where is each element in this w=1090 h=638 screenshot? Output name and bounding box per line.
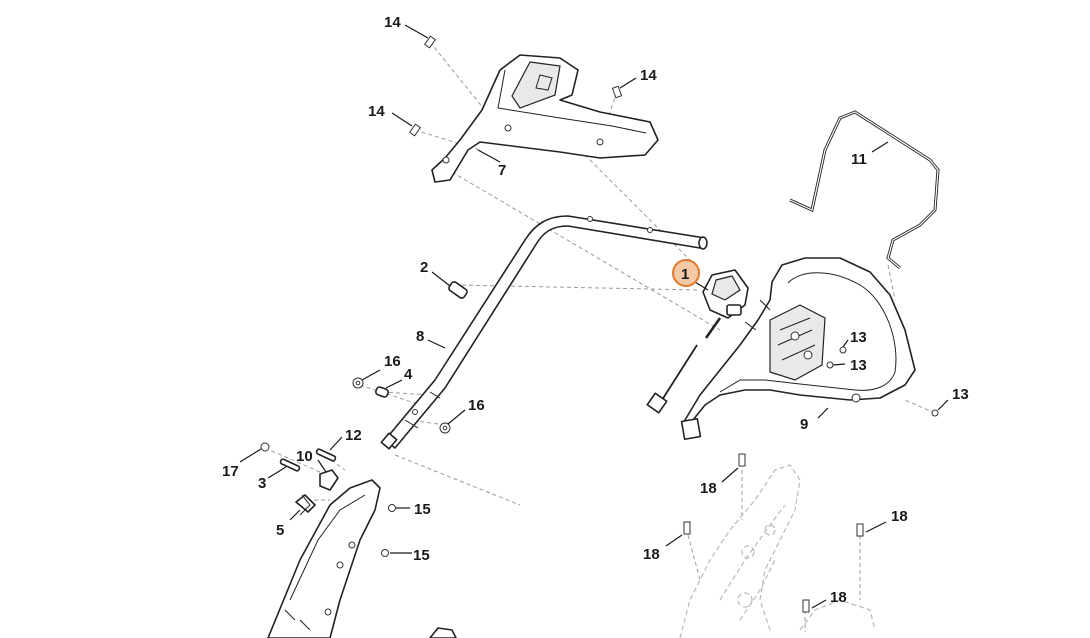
callout-10[interactable]: 10 bbox=[296, 448, 313, 465]
callout-12[interactable]: 12 bbox=[345, 427, 362, 444]
control-module-part-1 bbox=[646, 269, 749, 414]
callout-15[interactable]: 15 bbox=[413, 547, 430, 564]
callout-labels: 14 14 14 7 11 1 2 8 13 13 13 16 4 16 9 1… bbox=[222, 14, 969, 606]
callout-15[interactable]: 15 bbox=[414, 501, 431, 518]
callout-16[interactable]: 16 bbox=[384, 353, 401, 370]
callout-8[interactable]: 8 bbox=[416, 328, 424, 345]
cover-part-7 bbox=[431, 54, 659, 183]
callout-13[interactable]: 13 bbox=[952, 386, 969, 403]
leader-lines bbox=[239, 24, 949, 609]
callout-18[interactable]: 18 bbox=[700, 480, 717, 497]
callout-17[interactable]: 17 bbox=[222, 463, 239, 480]
bail-part-11 bbox=[789, 110, 940, 270]
handle-housing-part-9 bbox=[680, 257, 916, 441]
callout-18[interactable]: 18 bbox=[891, 508, 908, 525]
callout-14[interactable]: 14 bbox=[640, 67, 657, 84]
lower-frame-right-ghost bbox=[679, 464, 876, 638]
callout-1[interactable]: 1 bbox=[681, 266, 689, 283]
callout-3[interactable]: 3 bbox=[258, 475, 266, 492]
handle-bar-part-8 bbox=[380, 215, 708, 450]
callout-9[interactable]: 9 bbox=[800, 416, 808, 433]
callout-16[interactable]: 16 bbox=[468, 397, 485, 414]
callout-13[interactable]: 13 bbox=[850, 357, 867, 374]
callout-11[interactable]: 11 bbox=[851, 151, 867, 168]
assembly-lines bbox=[264, 41, 936, 632]
lower-frame-left bbox=[267, 479, 457, 638]
callout-4[interactable]: 4 bbox=[404, 366, 413, 383]
highlight-marker-1[interactable] bbox=[672, 259, 700, 287]
callout-18[interactable]: 18 bbox=[643, 546, 660, 563]
callout-18[interactable]: 18 bbox=[830, 589, 847, 606]
callout-2[interactable]: 2 bbox=[420, 259, 428, 276]
callout-14[interactable]: 14 bbox=[368, 103, 385, 120]
callout-5[interactable]: 5 bbox=[276, 522, 284, 539]
callout-7[interactable]: 7 bbox=[498, 162, 506, 179]
callout-13[interactable]: 13 bbox=[850, 329, 867, 346]
callout-14[interactable]: 14 bbox=[384, 14, 401, 31]
hardware-parts bbox=[260, 35, 939, 613]
